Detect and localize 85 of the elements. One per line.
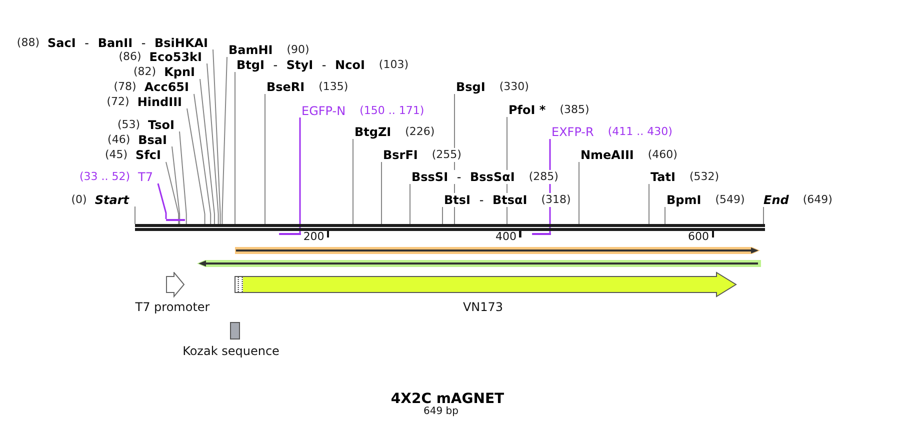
primer-range: (150 .. 171): [360, 104, 424, 118]
scale-label: 600: [688, 230, 709, 243]
primer-site: [166, 219, 185, 222]
leader-line: [186, 108, 206, 224]
cut-position: (46): [108, 132, 130, 146]
sequence-length: 649 bp: [424, 404, 458, 418]
cut-position: (72): [106, 94, 130, 108]
leader-line: [194, 94, 212, 224]
leader-line: [299, 118, 301, 233]
cut-position: (285): [528, 170, 558, 184]
enzyme-name: SfcI: [136, 148, 161, 162]
enzyme-name: BtsI - BtsαI: [444, 193, 528, 207]
cut-position: (90): [286, 43, 310, 57]
enzyme-name: KpnI: [164, 65, 195, 79]
reading-frame-track: [233, 246, 761, 255]
leader-line: [648, 184, 650, 224]
primer-name: EXFP-R: [552, 125, 594, 139]
reading-frame-track: [196, 259, 762, 268]
leader-line: [166, 162, 180, 224]
leader-line: [763, 206, 764, 224]
leader-line: [200, 78, 215, 224]
leader-line: [157, 183, 167, 219]
enzyme-name: TsoI: [148, 118, 174, 132]
enzyme-name: TatI: [650, 170, 676, 184]
cut-position: (45): [104, 148, 128, 162]
leader-line: [664, 206, 666, 224]
scale-label: 400: [496, 230, 516, 243]
primer-range: (33 .. 52): [79, 170, 130, 184]
enzyme-name: BseRI: [266, 80, 305, 94]
cut-position: (78): [114, 80, 136, 94]
position-number: (0): [71, 192, 87, 206]
cut-position: (385): [560, 103, 590, 117]
feature-label: Kozak sequence: [182, 344, 280, 358]
enzyme-name: PfoI *: [508, 103, 546, 117]
cut-position: (53): [117, 118, 140, 132]
primer-site: [532, 233, 551, 236]
cut-position: (86): [118, 50, 142, 64]
scale-label: 200: [303, 230, 324, 243]
leader-line: [172, 146, 180, 224]
enzyme-name: SacI - BanII - BsiHKAI: [48, 36, 208, 50]
enzyme-name: BpmI: [666, 193, 702, 207]
enzyme-name: Eco53kI: [149, 50, 202, 64]
map-title: 4X2C mAGNET: [390, 390, 504, 406]
primer-name: EGFP-N: [302, 104, 346, 118]
feature-label: T7 promoter: [135, 300, 210, 314]
primer-range: (411 .. 430): [608, 125, 672, 139]
leader-line: [222, 56, 228, 224]
enzyme-name: BssSI - BssSαI: [412, 170, 515, 184]
leader-line: [206, 63, 219, 224]
cut-position: (330): [499, 80, 529, 94]
enzyme-name: BamHI: [228, 43, 273, 57]
enzyme-name: Acc65I: [144, 80, 189, 94]
cut-position: (82): [134, 65, 156, 79]
cut-position: (255): [432, 148, 462, 162]
cut-position: (532): [689, 170, 720, 184]
leader-line: [179, 131, 187, 224]
leader-line: [134, 206, 136, 224]
leader-line: [442, 206, 443, 224]
cut-position: (226): [405, 125, 435, 139]
sequence-backbone: [135, 224, 765, 231]
leader-line: [352, 138, 354, 224]
position-number: (649): [802, 193, 832, 207]
cut-position: (88): [16, 36, 40, 50]
primer-site: [279, 233, 301, 236]
leader-line: [212, 49, 221, 224]
enzyme-name: BsgI: [456, 80, 486, 94]
leader-line: [578, 162, 580, 224]
enzyme-name: BsrFI: [383, 148, 418, 162]
enzyme-name: HindIII: [137, 94, 182, 108]
enzyme-name: BtgI - StyI - NcoI: [236, 58, 365, 72]
primer-name: T7: [138, 170, 153, 184]
feature-label: VN173: [462, 300, 504, 314]
end-label: End: [764, 193, 789, 207]
start-label: Start: [94, 192, 129, 206]
leader-line: [381, 162, 382, 224]
cut-position: (103): [378, 58, 409, 72]
enzyme-name: NmeAIII: [580, 148, 634, 162]
leader-line: [234, 72, 236, 224]
enzyme-name: BtgZI: [354, 125, 392, 139]
cut-position: (460): [648, 148, 678, 162]
leader-line: [264, 94, 266, 224]
cut-position: (135): [318, 80, 348, 94]
cut-position: (318): [541, 193, 571, 207]
cut-position: (549): [715, 193, 745, 207]
enzyme-name: BsaI: [138, 132, 167, 146]
